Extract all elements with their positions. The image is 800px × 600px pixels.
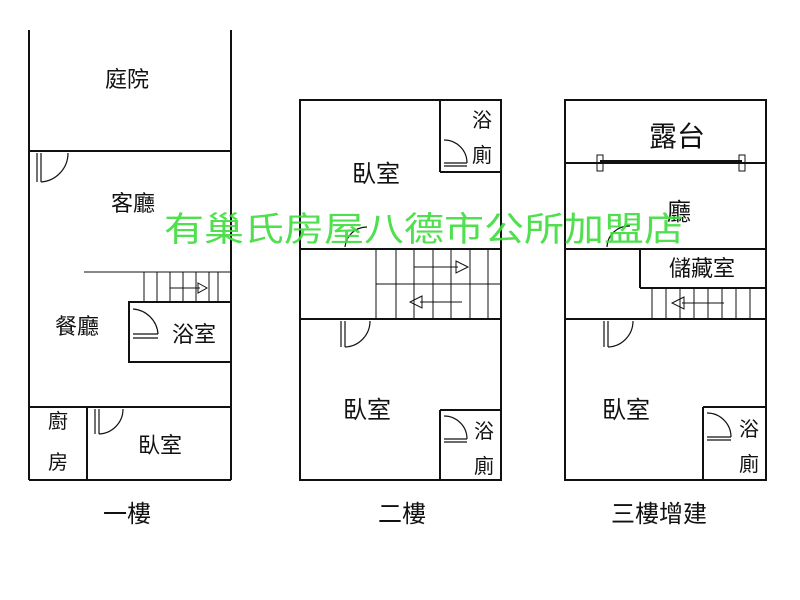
floor-3-door-bedroom	[603, 320, 634, 348]
room-label-wc-bottom-1: 浴	[474, 419, 494, 443]
room-label-storage: 儲藏室	[669, 257, 735, 282]
agency-watermark: 有巢氏房屋八德市公所加盟店	[164, 210, 684, 250]
floor-label-2: 二樓	[378, 500, 426, 528]
room-label-wc-f3-2: 廁	[739, 452, 759, 476]
room-label-dining: 餐廳	[55, 315, 99, 340]
floor-label-1: 一樓	[103, 500, 151, 528]
room-label-kitchen-1: 廚	[48, 409, 68, 433]
floor-3-door-hall	[606, 225, 631, 248]
room-label-bedroom-f3: 臥室	[602, 396, 650, 424]
floor-3-plan: 露台 廳 儲藏室 臥室 浴 廁 三樓增建	[564, 99, 767, 528]
floor-2-door-wc-bottom	[443, 415, 468, 443]
room-label-bedroom-bottom: 臥室	[343, 396, 391, 424]
floor-3-stairs	[651, 288, 751, 319]
floor-3-door-wc	[706, 412, 732, 441]
room-label-courtyard: 庭院	[105, 68, 149, 93]
floor-1-door-bedroom	[94, 408, 124, 435]
floor-1-plan: 庭院 客廳 餐廳 浴室 廚 房 臥室 一樓	[28, 30, 232, 528]
room-label-bedroom: 臥室	[138, 434, 182, 459]
floor-1-door-living	[36, 152, 69, 183]
room-label-bedroom-top: 臥室	[352, 160, 400, 188]
floor-label-3: 三樓增建	[611, 500, 707, 528]
room-label-kitchen-2: 房	[48, 450, 68, 474]
floor-3-terrace-railing	[565, 154, 766, 172]
room-label-wc-top-2: 廁	[472, 143, 492, 167]
floor-2-door-bedroom-bottom	[340, 320, 371, 348]
room-label-wc-bottom-2: 廁	[474, 454, 494, 478]
floor-2-stairs	[395, 249, 489, 319]
floor-1-stairs	[143, 272, 219, 302]
floor-2-door-wc-top	[443, 139, 468, 167]
room-label-wc-f3-1: 浴	[739, 417, 759, 441]
room-label-hall: 廳	[667, 198, 691, 226]
floor-1-door-bath	[132, 308, 159, 339]
room-label-wc-top-1: 浴	[472, 108, 492, 132]
room-label-terrace: 露台	[649, 120, 705, 153]
floor-2-plan: 臥室 浴 廁 臥室 浴 廁 二樓	[299, 99, 502, 528]
room-label-bath: 浴室	[172, 323, 216, 348]
room-label-living: 客廳	[111, 192, 155, 217]
floor-2-door-bedroom-top	[344, 226, 368, 248]
